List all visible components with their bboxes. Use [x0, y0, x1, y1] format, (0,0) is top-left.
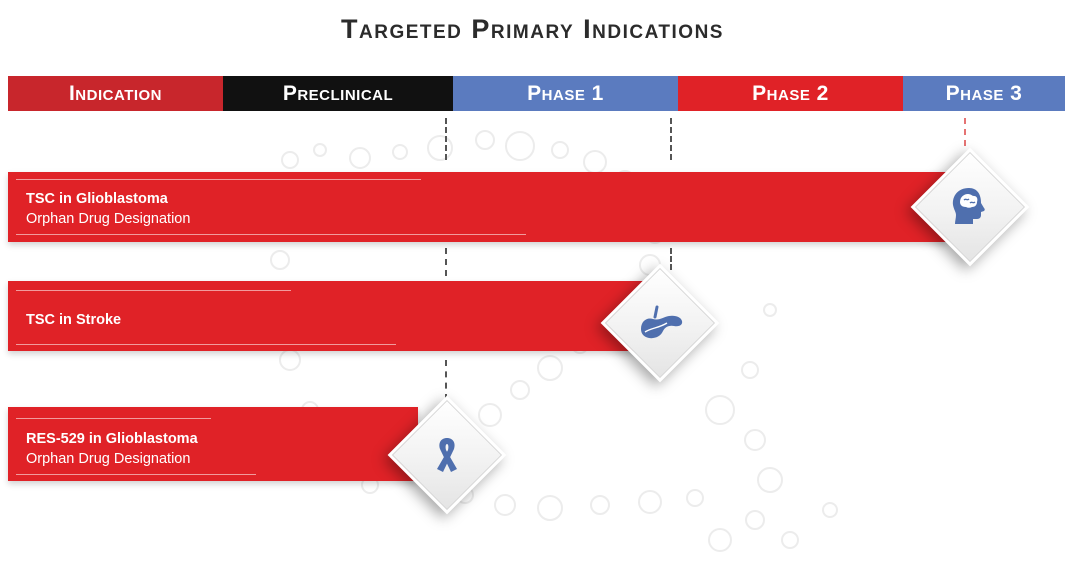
indication-label: RES-529 in Glioblastoma	[26, 431, 198, 447]
indication-bar-tsc-stroke: TSC in Stroke	[8, 281, 648, 351]
header-phase-3: Phase 3	[903, 76, 1065, 111]
indication-subtitle: Orphan Drug Designation	[26, 451, 191, 467]
indication-label: TSC in Glioblastoma	[26, 191, 168, 207]
bar-rule	[16, 179, 421, 180]
phase1-phase2-guide	[670, 118, 672, 160]
bar-rule	[16, 234, 526, 235]
bar-rule	[16, 344, 396, 345]
indication-subtitle: Orphan Drug Designation	[26, 211, 191, 227]
brain-head-icon	[928, 165, 1012, 249]
indication-label: TSC in Stroke	[26, 312, 122, 328]
indication-bar-res529-glioblastoma: RES-529 in Glioblastoma Orphan Drug Desi…	[8, 407, 418, 481]
pancreas-icon	[618, 281, 702, 365]
phase3-guide	[964, 118, 966, 146]
bar-rule	[16, 418, 211, 419]
header-preclinical: Preclinical	[223, 76, 453, 111]
header-phase-1: Phase 1	[453, 76, 678, 111]
awareness-ribbon-icon	[405, 413, 489, 497]
header-indication: Indication	[8, 76, 223, 111]
preclinical-phase1-guide	[445, 248, 447, 276]
page-title: Targeted Primary Indications	[341, 14, 724, 44]
phase1-phase2-guide	[670, 248, 672, 270]
indication-bar-tsc-glioblastoma: TSC in Glioblastoma Orphan Drug Designat…	[8, 172, 948, 242]
header-phase-2: Phase 2	[678, 76, 903, 111]
bar-rule	[16, 474, 256, 475]
phase-header: Indication Preclinical Phase 1 Phase 2 P…	[8, 76, 1065, 111]
preclinical-phase1-guide	[445, 360, 447, 400]
bar-rule	[16, 290, 291, 291]
preclinical-phase1-guide	[445, 118, 447, 160]
